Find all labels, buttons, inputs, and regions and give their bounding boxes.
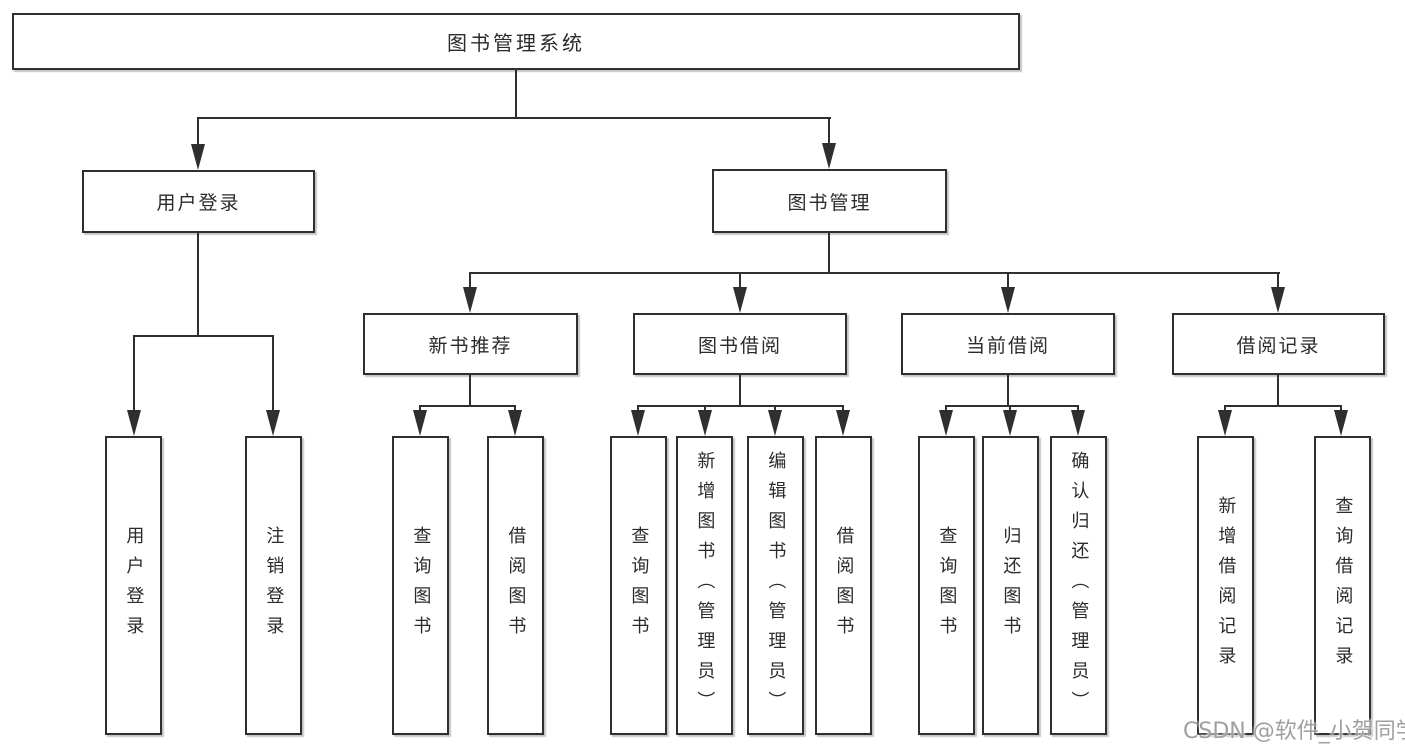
leaf-user-login-label: 用户登录 [123,525,145,646]
connector-line [420,405,516,407]
leaf-add-books-admin: 新增图书（管理员） [676,436,733,735]
node-new-book-recommend-label: 新书推荐 [428,334,513,357]
leaf-recommend-borrow-books-label: 借阅图书 [505,525,527,646]
node-current-borrow: 当前借阅 [901,313,1115,375]
leaf-confirm-return-admin-label: 确认归还（管理员） [1068,450,1090,721]
csdn-watermark: CSDN @软件_小贺同学 [1183,719,1405,744]
arrow-down-icon [733,287,747,313]
leaf-add-books-admin-label: 新增图书（管理员） [694,450,716,721]
node-book-management: 图书管理 [712,169,947,233]
leaf-return-books-label: 归还图书 [1000,525,1022,646]
leaf-recommend-query-books: 查询图书 [392,436,449,735]
leaf-add-borrow-record-label: 新增借阅记录 [1215,495,1237,676]
connector-line [469,375,471,407]
leaf-edit-books-admin: 编辑图书（管理员） [747,436,804,735]
arrow-down-icon [1003,410,1017,436]
connector-line [1225,405,1342,407]
leaf-add-borrow-record: 新增借阅记录 [1197,436,1254,735]
arrow-down-icon [463,287,477,313]
leaf-current-query-books-label: 查询图书 [936,525,958,646]
leaf-borrow-books-label: 借阅图书 [833,525,855,646]
node-book-borrow-label: 图书借阅 [697,334,782,357]
connector-line [197,118,199,146]
leaf-query-borrow-record: 查询借阅记录 [1314,436,1371,735]
arrow-down-icon [836,410,850,436]
leaf-edit-books-admin-label: 编辑图书（管理员） [765,450,787,721]
arrow-down-icon [266,410,280,436]
arrow-down-icon [1271,287,1285,313]
node-root-label: 图书管理系统 [447,31,585,55]
node-new-book-recommend: 新书推荐 [363,313,578,375]
arrow-down-icon [508,410,522,436]
leaf-current-query-books: 查询图书 [918,436,975,735]
leaf-user-login: 用户登录 [105,436,162,735]
connector-line [1007,375,1009,407]
connector-line [946,405,1079,407]
leaf-recommend-query-books-label: 查询图书 [410,525,432,646]
connector-line [197,117,831,119]
leaf-recommend-borrow-books: 借阅图书 [487,436,544,735]
leaf-borrow-query-books-label: 查询图书 [628,525,650,646]
arrow-down-icon [127,410,141,436]
arrow-down-icon [191,144,205,170]
connector-line [828,118,830,145]
connector-line [739,375,741,407]
connector-line [828,233,830,274]
node-borrow-record: 借阅记录 [1172,313,1385,375]
connector-line [469,272,1280,274]
arrow-down-icon [1001,287,1015,313]
arrow-down-icon [822,143,836,169]
leaf-return-books: 归还图书 [982,436,1039,735]
connector-line [197,233,199,335]
connector-line [638,405,844,407]
connector-line [272,335,274,412]
arrow-down-icon [631,410,645,436]
arrow-down-icon [1334,410,1348,436]
arrow-down-icon [698,410,712,436]
leaf-logout-label: 注销登录 [263,525,285,646]
node-book-borrow: 图书借阅 [633,313,847,375]
arrow-down-icon [413,410,427,436]
leaf-logout: 注销登录 [245,436,302,735]
connector-line [133,335,274,337]
connector-line [133,335,135,412]
leaf-query-borrow-record-label: 查询借阅记录 [1332,495,1354,676]
arrow-down-icon [1218,410,1232,436]
arrow-down-icon [1071,410,1085,436]
connector-line [739,274,741,289]
node-current-borrow-label: 当前借阅 [965,334,1050,357]
connector-line [1007,274,1009,289]
connector-line [469,274,471,289]
leaf-confirm-return-admin: 确认归还（管理员） [1050,436,1107,735]
arrow-down-icon [768,410,782,436]
connector-line [1277,375,1279,407]
node-borrow-record-label: 借阅记录 [1236,334,1321,357]
node-root: 图书管理系统 [12,13,1020,70]
connector-line [515,70,517,118]
node-user-login: 用户登录 [82,170,315,233]
node-book-management-label: 图书管理 [787,191,872,214]
leaf-borrow-books: 借阅图书 [815,436,872,735]
connector-line [1277,274,1279,289]
node-user-login-label: 用户登录 [156,192,241,214]
leaf-borrow-query-books: 查询图书 [610,436,667,735]
arrow-down-icon [939,410,953,436]
